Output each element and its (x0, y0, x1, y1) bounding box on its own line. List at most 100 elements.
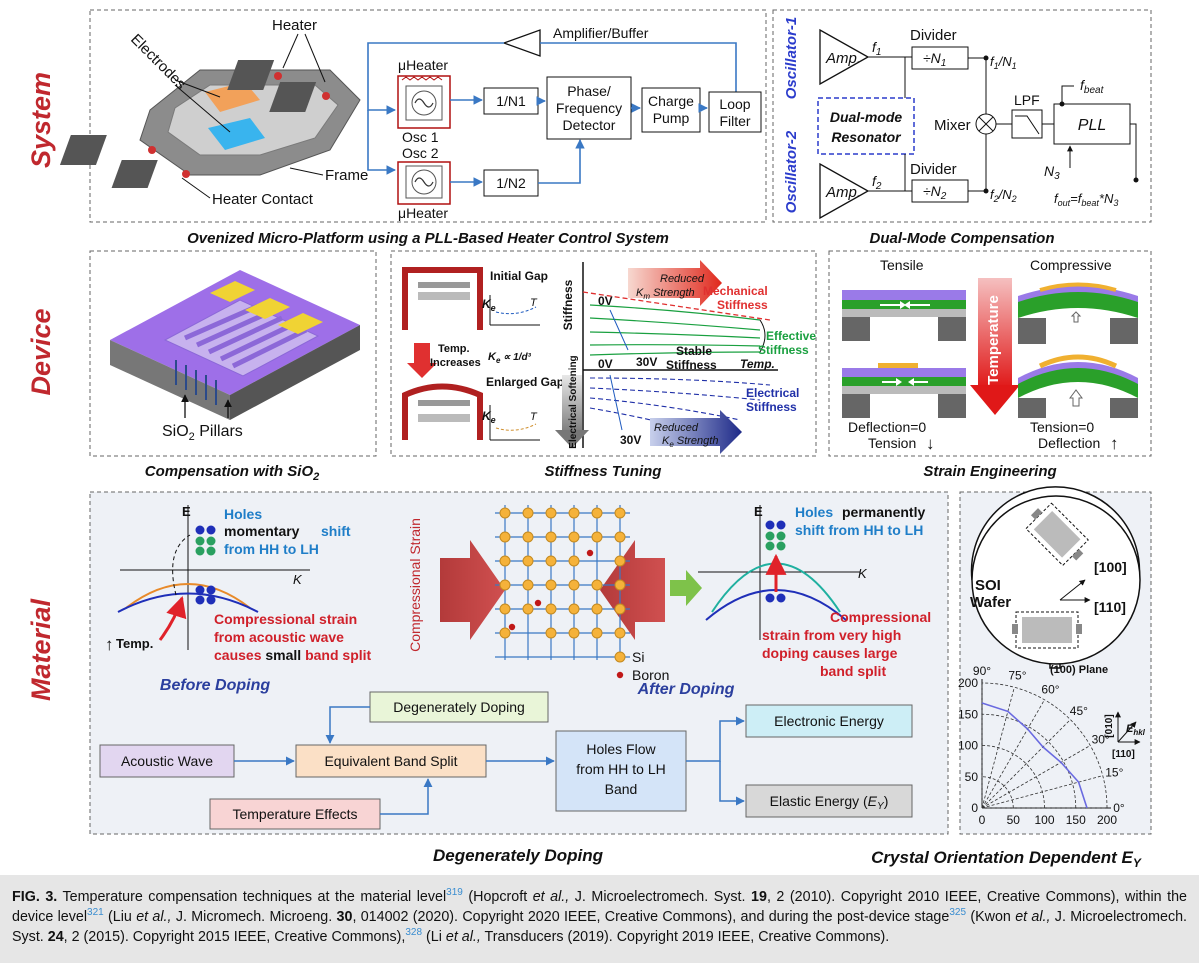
label-lf-1: Loop (719, 96, 750, 112)
caption-t12: Transducers (2019). Copyright 2019 IEEE,… (480, 929, 890, 945)
block-charge-pump (641, 87, 701, 133)
label-holes-left-3: shift (321, 523, 351, 539)
label-reduced-ke-2: Ke Strength (662, 435, 718, 449)
label-deflection-up: Deflection (1038, 435, 1100, 451)
label-initial-gap: Initial Gap (490, 269, 548, 283)
label-compressional-strain: Compressional Strain (407, 518, 423, 652)
compressional-strain-arrow (440, 540, 505, 640)
caption-stiffness: Stiffness Tuning (545, 463, 662, 480)
caption-dual-mode: Dual-Mode Compensation (869, 230, 1054, 247)
label-f2: f2 (872, 173, 882, 192)
label-v0-mid: 0V (598, 357, 613, 371)
label-holes-left-2: momentary (224, 523, 300, 539)
label-dir-110: [110] (1094, 599, 1126, 615)
label-strain-left-3: causes small band split (214, 647, 372, 663)
caption-sio2: Compensation with SiO2 (145, 463, 319, 483)
label-electrical-1: Electrical (746, 386, 799, 400)
label-enlarged-gap: Enlarged Gap (486, 375, 564, 389)
label-strain-left-2: from acoustic wave (214, 629, 344, 645)
polar-angle-label: 15° (1105, 766, 1123, 780)
polar-x-tick: 100 (1034, 813, 1054, 827)
soi-wafer (971, 495, 1141, 665)
label-reduced-km-2: Km Strength (636, 287, 695, 301)
caption-t3: J. Microelectromech. Syst. (569, 889, 752, 905)
label-ke-top: Ke (482, 297, 496, 313)
caption-vol-2: 30 (336, 909, 353, 925)
label-strain-right-2: strain from very high (762, 627, 901, 643)
label-boron: Boron (632, 667, 669, 683)
caption-t4: , 2 (2010). Copyright 2010 IEEE, Creativ… (12, 889, 1187, 925)
polar-grid-arc (981, 713, 1077, 809)
label-pfd-2: Frequency (556, 100, 622, 116)
label-n3: N3 (1044, 163, 1060, 182)
label-div-n1: 1/N1 (496, 93, 526, 109)
polar-angle-label: 90° (973, 664, 991, 678)
label-effective-2: Stiffness (758, 343, 809, 357)
label-heater: Heater (272, 17, 317, 34)
label-resonator-1: Dual-mode (830, 109, 903, 125)
label-flow-elastic: Elastic Energy (EY) (770, 793, 889, 812)
label-stable-1: Stable (676, 344, 712, 358)
label-n1: ÷N1 (923, 50, 946, 69)
inset-axis-ehkl (1117, 721, 1137, 743)
label-f1-n1: f1/N1 (990, 54, 1017, 71)
label-holes-right-3: shift from HH to LH (795, 522, 923, 538)
caption-etal-3: et al., (1015, 909, 1051, 925)
si-atoms (499, 507, 626, 639)
arrow-up-icon: ↑ (1110, 434, 1119, 453)
label-holes-right-1: Holes (795, 504, 833, 520)
polar-x-tick: 0 (979, 813, 986, 827)
polar-y-tick: 200 (958, 676, 978, 690)
caption-ref-325[interactable]: 325 (949, 907, 967, 919)
label-amplifier: Amplifier/Buffer (553, 25, 649, 41)
caption-etal-2: et al., (136, 909, 172, 925)
label-oscillator-1: Oscillator-1 (783, 17, 800, 100)
panel-crystal-orientation: SOI Wafer [100] [110] 0°15°30°45°60°75°9… (958, 486, 1152, 835)
label-t-top: T (530, 297, 538, 309)
polar-plane-label: (100) Plane (1050, 664, 1108, 676)
label-mixer: Mixer (934, 117, 971, 134)
label-electrical-2: Stiffness (746, 400, 797, 414)
label-div-n2: 1/N2 (496, 175, 526, 191)
caption-t7: , 014002 (2020). Copyright 2020 IEEE, Cr… (352, 909, 950, 925)
polar-y-tick: 0 (971, 801, 978, 815)
arrow-down-icon: ↓ (926, 434, 935, 453)
block-pfd (546, 76, 632, 140)
label-temperature: Temperature (985, 295, 1002, 385)
label-pll: PLL (1078, 117, 1106, 134)
label-si: Si (632, 649, 644, 665)
caption-etal-1: et al., (532, 889, 570, 905)
label-stiffness-axis: Stiffness (561, 279, 575, 330)
caption-ref-321[interactable]: 321 (87, 907, 104, 919)
label-holes-right-2: permanently (842, 504, 925, 520)
label-mechanical-2: Stiffness (717, 298, 768, 312)
label-compressive: Compressive (1030, 257, 1112, 273)
box-degenerately-doping (369, 691, 549, 723)
figure-caption: FIG. 3. Temperature compensation techniq… (0, 875, 1199, 963)
label-v30-mid: 30V (636, 355, 657, 369)
box-electronic-energy (745, 704, 913, 738)
label-strain-right-4: band split (820, 663, 886, 679)
amplifier-buffer (502, 29, 541, 57)
caption-ref-319[interactable]: 319 (446, 887, 463, 899)
label-osc2: Osc 2 (402, 145, 439, 161)
label-flow-holes-3: Band (605, 781, 638, 797)
caption-t2: (Hopcroft (462, 889, 533, 905)
label-dir-100: [100] (1094, 559, 1127, 575)
label-flow-temperature: Temperature Effects (232, 806, 357, 822)
caption-ref-328[interactable]: 328 (405, 927, 423, 939)
label-tension-zero: Tension=0 (1030, 419, 1094, 435)
label-effective-1: Effective (766, 329, 816, 343)
label-flow-holes-2: from HH to LH (576, 761, 665, 777)
label-flow-band-split: Equivalent Band Split (324, 753, 457, 769)
caption-fig-label: FIG. 3. (12, 889, 58, 905)
dual-mode-resonator (817, 97, 915, 155)
label-tension-down: Tension (868, 435, 916, 451)
label-n2: ÷N2 (923, 183, 947, 202)
label-uheater-bottom: μHeater (398, 205, 448, 221)
label-divider-top: Divider (910, 27, 957, 44)
label-temp-up: Temp. (116, 636, 153, 651)
polar-grid-arc (981, 776, 1014, 809)
label-temp-axis: Temp. (740, 357, 775, 371)
holes-right (765, 520, 786, 603)
